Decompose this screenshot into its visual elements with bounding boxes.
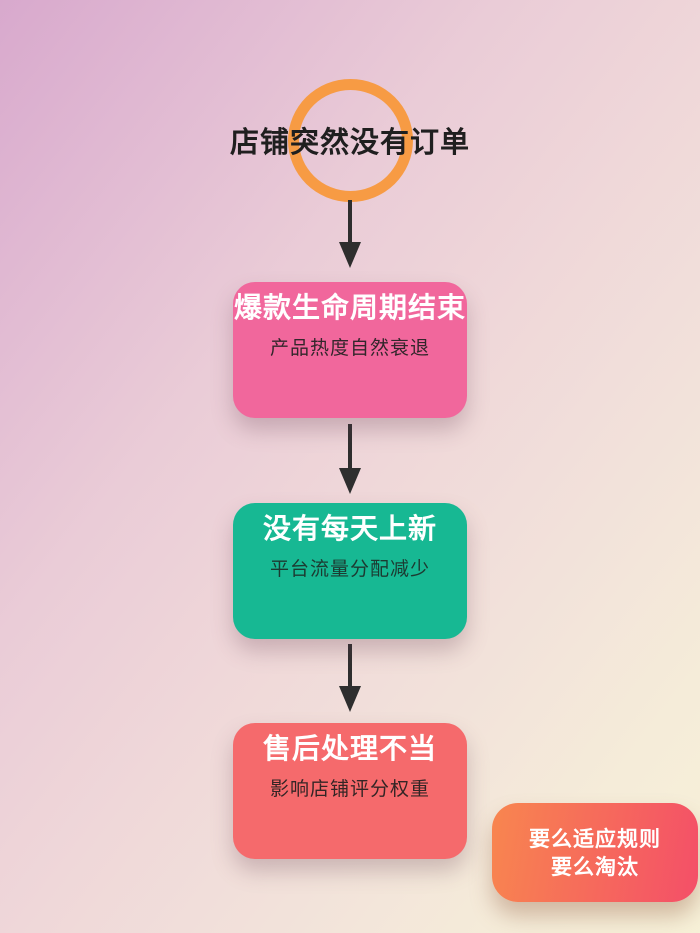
conclusion-line1: 要么适应规则 — [529, 826, 661, 851]
highlight-ring-icon — [288, 79, 413, 202]
step-card-no-daily-listing: 没有每天上新 平台流量分配减少 — [233, 503, 467, 639]
arrow-head-icon — [339, 686, 361, 712]
arrow-shaft — [348, 644, 352, 686]
step-title: 没有每天上新 — [262, 512, 437, 545]
arrow-head-icon — [339, 242, 361, 268]
conclusion-badge: 要么适应规则 要么淘汰 — [492, 803, 698, 902]
step-title: 售后处理不当 — [262, 732, 437, 765]
arrow-head-icon — [339, 468, 361, 494]
arrow-shaft — [348, 424, 352, 468]
flow-arrow-down — [339, 200, 361, 268]
step-subtitle: 影响店铺评分权重 — [269, 778, 430, 800]
step-card-aftersales-mishandled: 售后处理不当 影响店铺评分权重 — [233, 723, 467, 859]
step-subtitle: 产品热度自然衰退 — [269, 337, 430, 359]
conclusion-line2: 要么淘汰 — [551, 854, 639, 879]
flow-arrow-down — [339, 644, 361, 712]
step-subtitle: 平台流量分配减少 — [269, 558, 430, 580]
page-title: 店铺突然没有订单 — [229, 125, 470, 159]
step-card-lifecycle-end: 爆款生命周期结束 产品热度自然衰退 — [233, 282, 467, 418]
flow-arrow-down — [339, 424, 361, 494]
step-title: 爆款生命周期结束 — [233, 291, 466, 324]
arrow-shaft — [348, 200, 352, 242]
